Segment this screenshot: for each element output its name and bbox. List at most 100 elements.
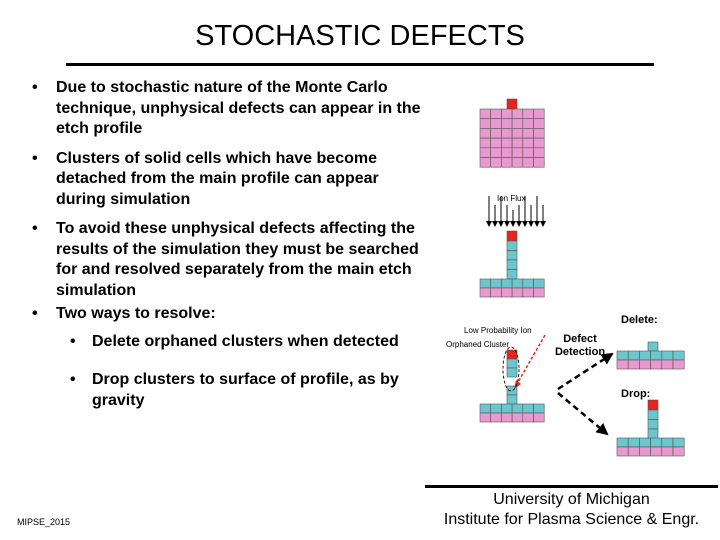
material-cell — [650, 359, 663, 370]
profile-cell — [506, 269, 518, 280]
footer-institution: University of Michigan Institute for Pla… — [425, 490, 718, 530]
bullet-item: • To avoid these unphysical defects affe… — [32, 219, 432, 301]
material-cell — [627, 446, 640, 457]
material-cell — [490, 137, 502, 149]
profile-cell — [501, 278, 513, 289]
drop-arrow — [557, 392, 609, 436]
material-cell — [639, 359, 651, 370]
delete-label: Delete: — [621, 314, 658, 326]
footer-line-1: University of Michigan — [493, 491, 650, 508]
material-cell — [672, 446, 685, 457]
material-cell — [501, 118, 513, 129]
profile-cell — [647, 341, 659, 352]
material-cell — [522, 147, 534, 158]
material-cell — [533, 287, 545, 298]
material-cell — [479, 287, 491, 298]
profile-cell — [627, 437, 640, 448]
material-cell — [661, 359, 674, 370]
profile-cell — [661, 437, 674, 448]
material-cell — [501, 108, 513, 119]
bullet-text: Delete orphaned clusters when detected — [92, 332, 399, 350]
material-cell — [479, 412, 491, 423]
material-cell — [479, 108, 491, 119]
profile-cell — [650, 437, 663, 448]
low-probability-ion-label: Low Probability Ion — [464, 326, 532, 335]
profile-cell — [522, 278, 534, 289]
material-cell — [533, 108, 545, 119]
material-cell — [511, 108, 524, 119]
material-cell — [511, 157, 524, 168]
material-cell — [501, 128, 513, 139]
material-cell — [490, 147, 502, 158]
material-cell — [479, 147, 491, 158]
material-cell — [533, 128, 545, 139]
defect-cell — [506, 230, 518, 242]
profile-cell — [511, 278, 524, 289]
profile-cell — [506, 240, 518, 251]
material-cell — [501, 157, 513, 168]
material-cell — [661, 446, 674, 457]
profile-cell — [490, 278, 502, 289]
material-cell — [522, 412, 534, 423]
bullet-text: Clusters of solid cells which have becom… — [56, 149, 379, 208]
material-cell — [501, 287, 513, 298]
material-cell — [511, 128, 524, 139]
profile-cell — [479, 403, 491, 414]
diagram-labels: Ion Flux Low Probability Ion Orphaned Cl… — [446, 194, 658, 400]
bullet-glyph: • — [32, 79, 38, 96]
profile-cell — [506, 367, 518, 378]
material-cell — [522, 118, 534, 129]
profile-cell — [501, 403, 513, 414]
material-cell — [533, 147, 545, 158]
bullet-item: • Two ways to resolve: — [32, 304, 432, 325]
material-cell — [616, 446, 629, 457]
drop-label: Drop: — [621, 388, 650, 400]
material-cell — [522, 137, 534, 149]
orphaned-cluster-label: Orphaned Cluster — [446, 340, 509, 349]
material-cell — [533, 157, 545, 168]
profile-cell — [672, 350, 685, 361]
profile-cell — [522, 403, 534, 414]
material-cell — [479, 118, 491, 129]
profile-cell — [627, 350, 640, 361]
footer-left-label: MIPSE_2015 — [17, 517, 71, 527]
profile-cell — [616, 350, 629, 361]
sub-bullet-item: • Delete orphaned clusters when detected — [32, 332, 432, 353]
footer-line-2: Institute for Plasma Science & Engr. — [443, 511, 700, 528]
bullet-item: • Clusters of solid cells which have bec… — [32, 149, 432, 211]
material-cell — [672, 359, 685, 370]
material-cell — [511, 118, 524, 129]
material-cell — [511, 412, 524, 423]
profile-cell — [647, 428, 659, 439]
profile-cell — [479, 278, 491, 289]
material-cell — [490, 412, 502, 423]
profile-cell — [647, 419, 659, 430]
material-cell — [490, 108, 502, 119]
profile-cell — [639, 350, 651, 361]
profile-cell — [490, 403, 502, 414]
material-cell — [490, 287, 502, 298]
material-cell — [522, 108, 534, 119]
title-divider — [66, 63, 654, 66]
ion-flux-arrows — [486, 196, 546, 227]
bullet-glyph: • — [70, 371, 76, 388]
profile-cell — [661, 350, 674, 361]
material-cell — [501, 412, 513, 423]
material-cell — [627, 359, 640, 370]
material-cell — [522, 128, 534, 139]
bullet-text: To avoid these unphysical defects affect… — [56, 220, 419, 299]
material-cell — [511, 147, 524, 158]
material-cell — [501, 147, 513, 158]
profile-cell — [639, 437, 651, 448]
material-cell — [490, 157, 502, 168]
bullet-glyph: • — [32, 220, 38, 237]
bullet-glyph: • — [32, 149, 38, 167]
low-probability-ion-arrow — [516, 334, 546, 385]
material-cell — [511, 137, 524, 149]
bullet-text: Drop clusters to surface of profile, as … — [92, 371, 399, 409]
material-cell — [511, 287, 524, 298]
material-cell — [479, 157, 491, 168]
material-cell — [490, 118, 502, 129]
